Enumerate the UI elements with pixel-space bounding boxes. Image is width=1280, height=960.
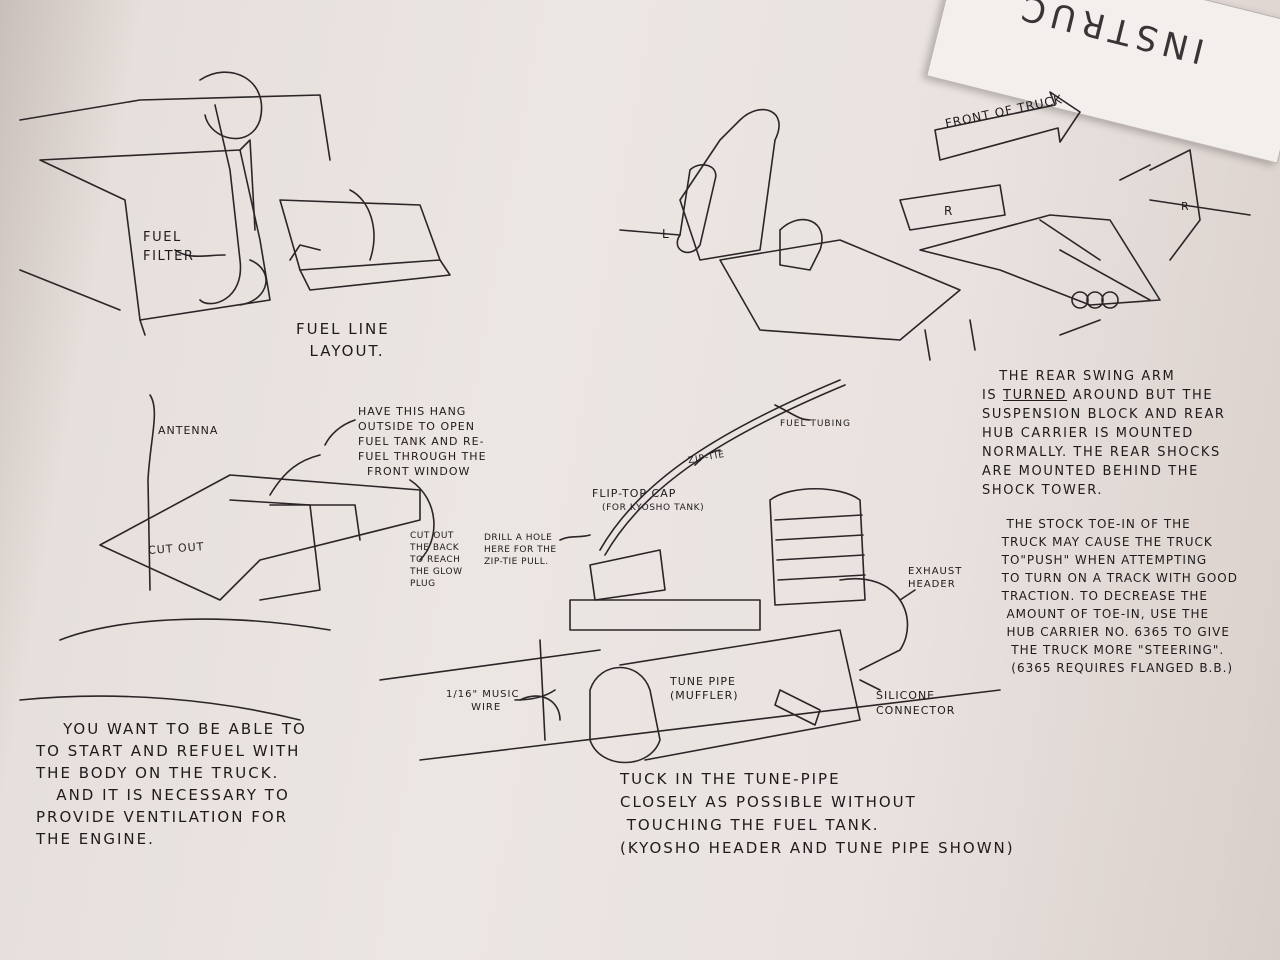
silicone-connector-label: SILICONE CONNECTOR: [876, 689, 956, 717]
flip-top-cap-subtitle: (FOR KYOSHO TANK): [602, 503, 705, 513]
music-wire-label: 1/16" MUSIC WIRE: [446, 689, 520, 713]
drill-hole-note: DRILL A HOLE HERE FOR THE ZIP-TIE PULL.: [484, 533, 557, 567]
front-arrow-outline: [934, 91, 1081, 161]
tune-pipe-note: TUCK IN THE TUNE-PIPE CLOSELY AS POSSIBL…: [620, 770, 1015, 857]
hub-side-label: R: [1181, 200, 1190, 213]
toe-in-note: THE STOCK TOE-IN OF THE TRUCK MAY CAUSE …: [1001, 517, 1238, 675]
rear-suspension-drawing: [619, 91, 1251, 361]
engine-drawing: [379, 379, 1001, 764]
rear-swing-line-2: IS TURNED AROUND BUT THE: [982, 388, 1214, 403]
fuel-line-drawing: [19, 71, 451, 336]
hang-outside-note: HAVE THIS HANG OUTSIDE TO OPEN FUEL TANK…: [358, 405, 487, 478]
truck-body-drawing: [19, 394, 435, 721]
rear-swing-rest: SUSPENSION BLOCK AND REAR HUB CARRIER IS…: [982, 407, 1226, 498]
tune-pipe-label: TUNE PIPE (MUFFLER): [670, 675, 739, 702]
fuel-tubing-label: FUEL TUBING: [780, 419, 851, 429]
flip-top-cap-label: FLIP-TOP CAP: [592, 487, 677, 500]
cut-back-note: CUT OUT THE BACK TO REACH THE GLOW PLUG: [410, 531, 463, 589]
refuel-note: YOU WANT TO BE ABLE TO TO START AND REFU…: [36, 720, 307, 848]
shock-side-label: L: [662, 227, 670, 241]
rear-swing-line-1: THE REAR SWING ARM: [982, 369, 1176, 384]
exhaust-header-label: EXHAUST HEADER: [908, 566, 963, 590]
block-side-label: R: [944, 204, 954, 218]
antenna-label: ANTENNA: [158, 424, 219, 437]
fuel-line-caption: FUEL LINE LAYOUT.: [296, 320, 390, 360]
pointer-arrows: [174, 249, 916, 701]
fuel-filter-label: FUEL FILTER: [143, 230, 195, 264]
rear-swing-note: THE REAR SWING ARM IS TURNED AROUND BUT …: [982, 367, 1226, 500]
